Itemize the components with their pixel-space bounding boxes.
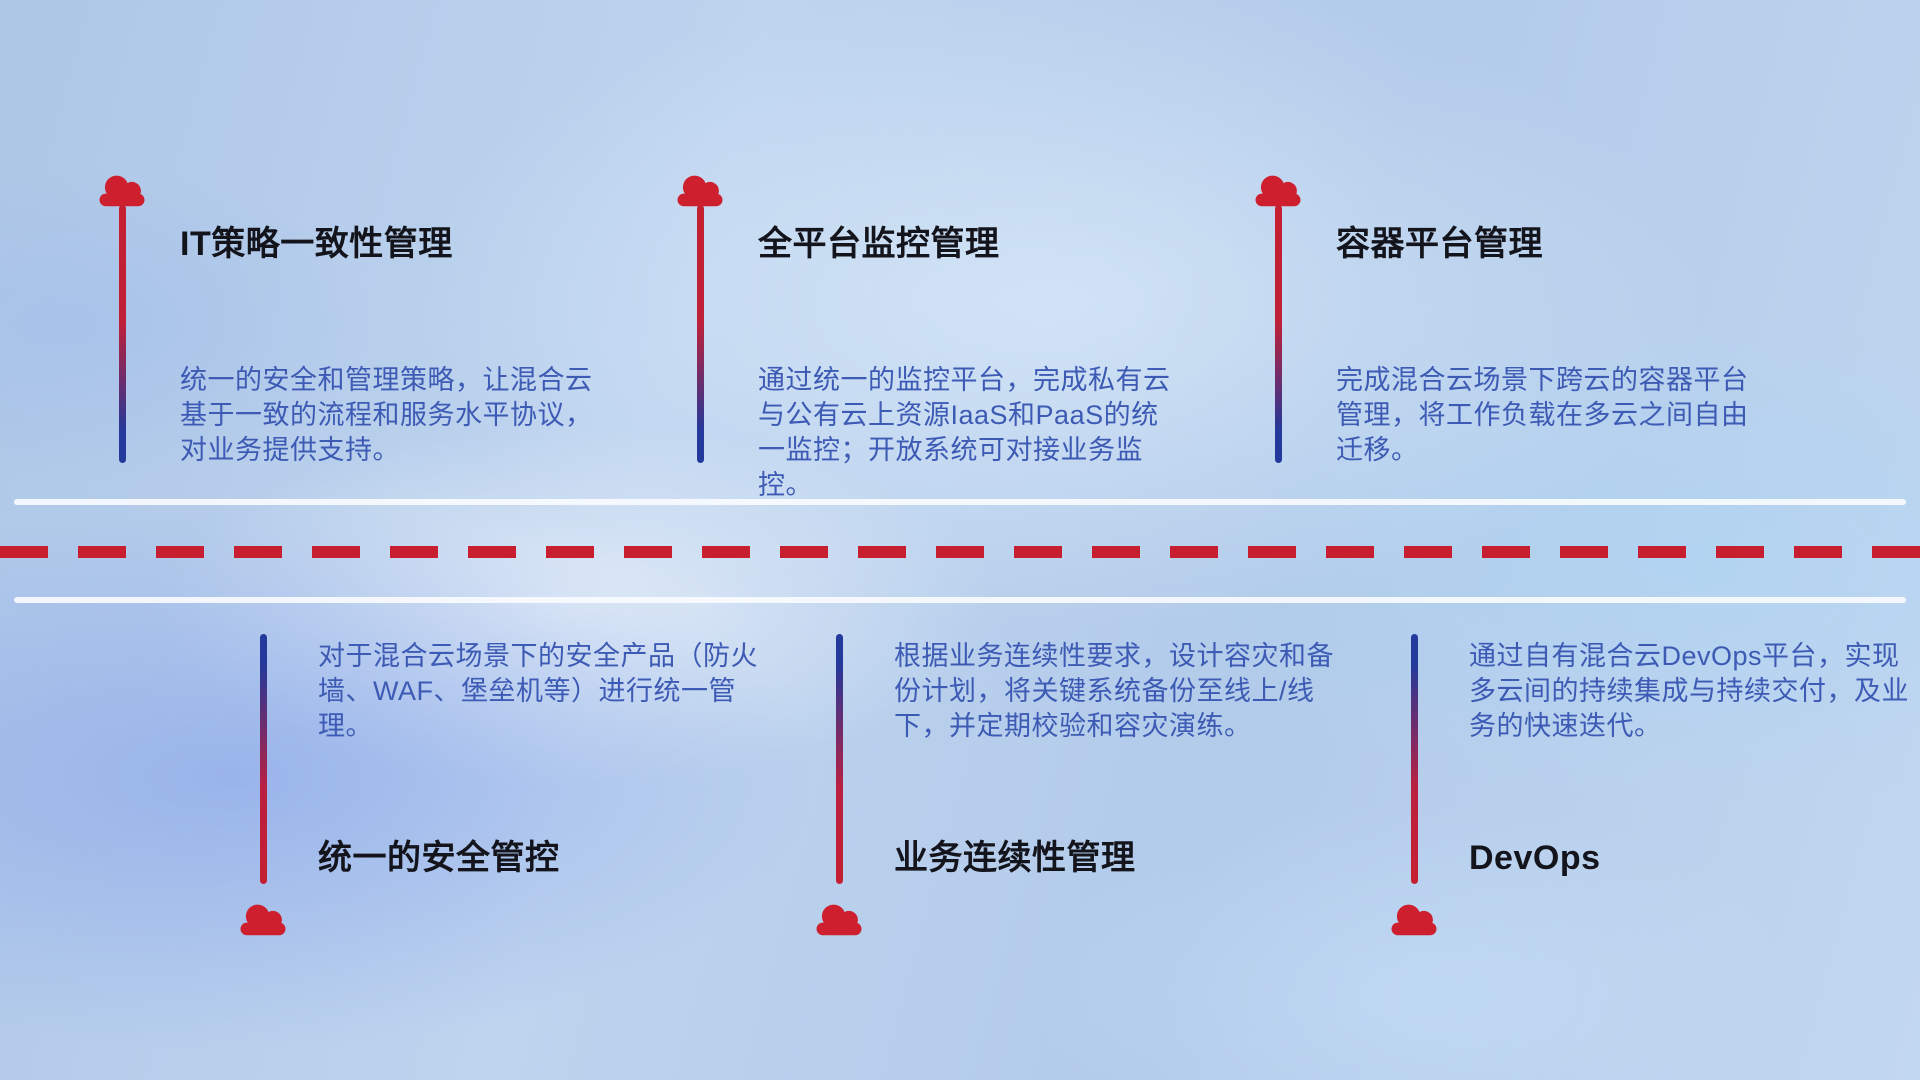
feature-description: 通过自有混合云DevOps平台，实现多云间的持续集成与持续交付，及业务的快速迭代… [1469,641,1909,741]
feature-title: 容器平台管理 [1336,225,1543,263]
cloud-icon [1251,171,1305,209]
feature-content: 通过自有混合云DevOps平台，实现多云间的持续集成与持续交付，及业务的快速迭代… [1469,639,1909,744]
timeline-stem [1411,634,1418,884]
cloud-icon [95,171,149,209]
feature-content: 容器平台管理 完成混合云场景下跨云的容器平台管理，将工作负载在多云之间自由迁移。 [1336,222,1756,468]
divider-line-dashed [0,546,1920,558]
feature-content: 对于混合云场景下的安全产品（防火墙、WAF、堡垒机等）进行统一管理。 [318,639,758,744]
feature-title: 业务连续性管理 [894,839,1136,877]
feature-description: 完成混合云场景下跨云的容器平台管理，将工作负载在多云之间自由迁移。 [1336,365,1749,465]
feature-content: 根据业务连续性要求，设计容灾和备份计划，将关键系统备份至线上/线下，并定期校验和… [894,639,1334,744]
timeline-stem [1275,205,1282,463]
timeline-stem [260,634,267,884]
cloud-icon [673,171,727,209]
cloud-icon [236,900,290,938]
feature-description: 根据业务连续性要求，设计容灾和备份计划，将关键系统备份至线上/线下，并定期校验和… [894,641,1334,741]
feature-title: 全平台监控管理 [758,225,1000,263]
cloud-icon [812,900,866,938]
feature-description: 对于混合云场景下的安全产品（防火墙、WAF、堡垒机等）进行统一管理。 [318,641,758,741]
timeline-stem [119,205,126,463]
feature-title: 统一的安全管控 [318,839,560,877]
feature-description: 通过统一的监控平台，完成私有云与公有云上资源IaaS和PaaS的统一监控；开放系… [758,365,1171,500]
timeline-stem [697,205,704,463]
feature-content: 全平台监控管理 通过统一的监控平台，完成私有云与公有云上资源IaaS和PaaS的… [758,222,1178,503]
feature-title: IT策略一致性管理 [180,225,453,263]
feature-description: 统一的安全和管理策略，让混合云基于一致的流程和服务水平协议，对业务提供支持。 [180,365,593,465]
feature-title: DevOps [1469,839,1601,877]
cloud-icon [1387,900,1441,938]
timeline-stem [836,634,843,884]
divider-line-bottom [14,597,1906,603]
feature-content: IT策略一致性管理 统一的安全和管理策略，让混合云基于一致的流程和服务水平协议，… [180,222,600,468]
divider-line-top [14,499,1906,505]
